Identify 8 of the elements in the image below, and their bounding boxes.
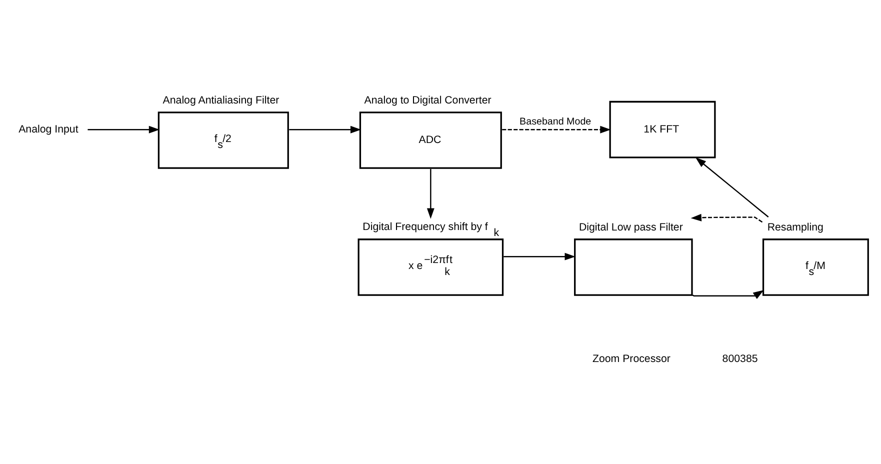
label: Zoom Processor [592,352,670,365]
node-label: Digital Low pass Filter [578,222,683,234]
node-label: Analog to Digital Converter [364,94,492,107]
label: 800385 [722,352,758,365]
edge-label: Baseband Mode [520,116,592,128]
node-label: Resampling [767,222,824,234]
node-label: Analog Antialiasing Filter [162,94,280,107]
node-text: Analog Input [18,123,78,136]
